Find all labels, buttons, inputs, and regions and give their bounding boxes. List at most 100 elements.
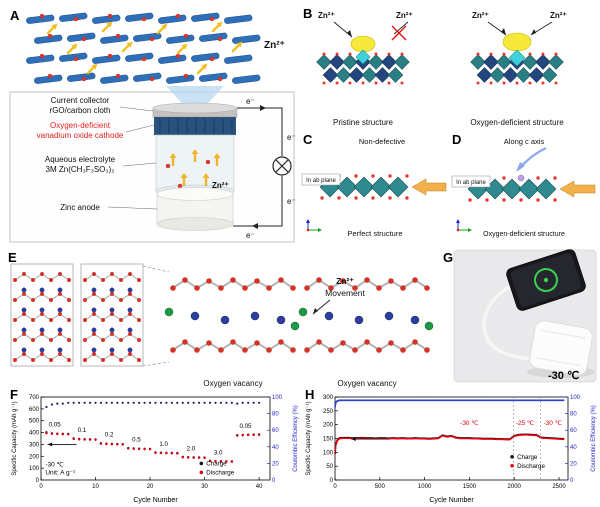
pristine-caption: Pristine structure <box>333 118 394 127</box>
svg-text:0: 0 <box>330 478 334 484</box>
panel-d-deficient-structure: Along c axis In ab plane Oxygen-deficien… <box>451 137 596 238</box>
axes-icon <box>306 219 322 232</box>
svg-text:100: 100 <box>323 450 334 456</box>
deposition-spray <box>166 86 224 117</box>
panel-c-perfect-structure: Non-defective In ab plane Perfect struct… <box>301 137 447 238</box>
phone <box>506 249 586 311</box>
svg-text:0.05: 0.05 <box>49 421 62 428</box>
ab-plane-label: In ab plane <box>306 178 336 184</box>
panel-b-structures: Zn²⁺ Zn²⁺ Pristine structure Zn²⁺ Zn²⁺ O… <box>300 11 567 127</box>
svg-text:Cycle Number: Cycle Number <box>429 497 474 504</box>
svg-text:Discharge: Discharge <box>206 469 234 476</box>
c-axis-arrow-icon <box>519 147 547 169</box>
component-labels: Current collector rGO/carbon cloth Oxyge… <box>37 96 158 212</box>
ab-plane-label: In ab plane <box>456 180 486 186</box>
zn-ion-label: Zn²⁺ <box>336 276 354 286</box>
svg-text:100: 100 <box>272 395 283 401</box>
nanosheet-stack <box>26 13 261 84</box>
svg-text:0: 0 <box>36 478 40 484</box>
svg-text:Unit: A g⁻¹: Unit: A g⁻¹ <box>45 469 76 476</box>
svg-text:30: 30 <box>201 484 208 490</box>
svg-text:250: 250 <box>323 409 334 415</box>
anode-label: Zinc anode <box>60 203 100 212</box>
svg-text:0.05: 0.05 <box>239 423 252 430</box>
cathode-layer <box>154 117 236 135</box>
svg-text:3M Zn(CH₃F₃SO₃)₂: 3M Zn(CH₃F₃SO₃)₂ <box>46 165 115 174</box>
svg-text:40: 40 <box>272 445 279 451</box>
svg-text:Charge: Charge <box>206 460 227 467</box>
lattice-band <box>467 174 557 202</box>
svg-text:-30 ℃: -30 ℃ <box>45 462 64 469</box>
axes-icon <box>456 219 472 232</box>
svg-text:1.0: 1.0 <box>159 441 168 448</box>
current-collector-label: Current collector <box>51 96 110 105</box>
panel-g-label: G <box>443 250 454 265</box>
oxygen-vacancy-site <box>517 174 525 182</box>
load-icon <box>272 156 292 176</box>
electrolyte-label: Aqueous electrolyte <box>45 155 116 164</box>
svg-text:0: 0 <box>272 478 276 484</box>
electron-label: e⁻ <box>287 197 296 206</box>
pouch-cell <box>529 320 593 376</box>
unit-cells <box>11 264 170 366</box>
svg-text:3.0: 3.0 <box>214 450 223 457</box>
panel-e-label: E <box>8 250 17 265</box>
zn-ion-label: Zn²⁺ <box>396 11 413 20</box>
svg-text:Discharge: Discharge <box>517 463 545 470</box>
temperature-label: -30 ℃ <box>548 370 579 382</box>
zn-ion-label-top: Zn²⁺ <box>264 40 285 51</box>
electrolyte-layer <box>155 134 235 192</box>
panel-h-label: H <box>305 387 315 402</box>
svg-text:80: 80 <box>272 412 279 418</box>
insertion-arrow-icon <box>559 180 596 198</box>
svg-text:1000: 1000 <box>418 484 432 490</box>
zn-polyhedron <box>355 49 371 65</box>
svg-text:2.0: 2.0 <box>187 446 196 453</box>
blocked-path-icon <box>391 25 407 41</box>
panel-d-label: D <box>452 132 462 147</box>
svg-text:500: 500 <box>29 419 40 425</box>
deficient-structure-caption: Oxygen-deficient structure <box>483 231 565 238</box>
svg-text:60: 60 <box>570 428 577 434</box>
svg-text:-30 ℃: -30 ℃ <box>460 420 479 427</box>
movement-label: Movement <box>325 288 365 298</box>
svg-text:Charge: Charge <box>517 454 538 461</box>
electron-label: e⁻ <box>246 231 255 240</box>
svg-text:Specific Capacity (mAh g⁻¹): Specific Capacity (mAh g⁻¹) <box>306 401 312 475</box>
svg-text:300: 300 <box>29 442 40 448</box>
svg-text:0: 0 <box>570 478 574 484</box>
oxygen-vacancy-caption: Oxygen vacancy <box>337 379 396 388</box>
svg-text:1500: 1500 <box>463 484 477 490</box>
charge-cloud <box>502 32 532 52</box>
zn-ion-label: Zn²⁺ <box>472 11 489 20</box>
svg-text:Coulombic Efficiency (%): Coulombic Efficiency (%) <box>591 405 597 472</box>
svg-text:500: 500 <box>375 484 386 490</box>
svg-text:0.2: 0.2 <box>105 432 114 439</box>
electron-label: e⁻ <box>246 97 255 106</box>
svg-text:100: 100 <box>570 395 581 401</box>
svg-text:0.1: 0.1 <box>78 427 87 434</box>
zn-ion-label-electrolyte: Zn²⁺ <box>212 181 229 190</box>
svg-text:0.5: 0.5 <box>132 436 141 443</box>
battery-stack: Zn²⁺ <box>152 102 238 231</box>
svg-text:Coulombic Efficiency (%): Coulombic Efficiency (%) <box>293 405 299 472</box>
zoomed-structure-left <box>165 277 299 353</box>
svg-text:Specific Capacity (mAh g⁻¹): Specific Capacity (mAh g⁻¹) <box>12 401 18 475</box>
svg-text:20: 20 <box>570 461 577 467</box>
cathode-label: Oxygen-deficient <box>50 121 111 130</box>
zn-polyhedron <box>508 49 526 67</box>
svg-text:50: 50 <box>326 464 333 470</box>
insertion-arrow-icon <box>411 178 447 196</box>
oxygen-deficient-structure: Zn²⁺ Zn²⁺ Oxygen-deficient structure <box>470 11 566 127</box>
svg-text:-30 ℃: -30 ℃ <box>544 420 563 427</box>
svg-text:400: 400 <box>29 431 40 437</box>
zn-ion-label: Zn²⁺ <box>318 11 335 20</box>
svg-text:40: 40 <box>570 445 577 451</box>
svg-text:0: 0 <box>333 484 337 490</box>
svg-text:700: 700 <box>29 395 40 401</box>
panel-b-label: B <box>303 6 313 21</box>
svg-text:vanadium oxide cathode: vanadium oxide cathode <box>37 131 124 140</box>
panel-a-label: A <box>10 8 20 23</box>
